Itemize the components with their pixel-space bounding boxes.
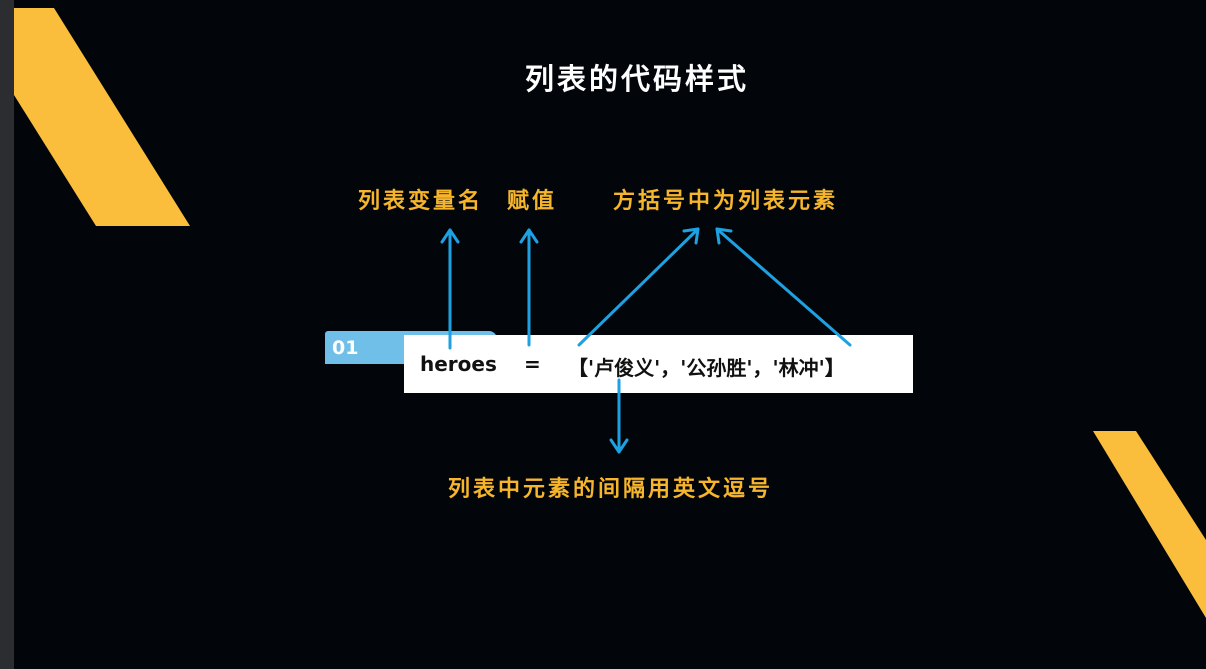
arrowhead-assignment xyxy=(519,228,539,244)
left-scroll-bar xyxy=(0,0,14,669)
arrow-right-bracket-to-elements xyxy=(715,227,852,347)
arrowhead-elements-left xyxy=(682,227,700,245)
arrowhead-comma xyxy=(609,438,629,454)
code-operator: = xyxy=(524,352,541,376)
yellow-stripe-bottom-right xyxy=(1093,431,1206,618)
code-list-value: 【'卢俊义'，'公孙胜'，'林冲'】 xyxy=(568,356,845,380)
arrow-left-bracket-to-elements xyxy=(577,227,700,347)
line-number: 01 xyxy=(332,337,359,359)
label-assignment: 赋值 xyxy=(507,189,558,214)
label-comma-separator: 列表中元素的间隔用英文逗号 xyxy=(448,477,774,502)
yellow-stripe-top-left xyxy=(14,8,190,226)
code-variable: heroes xyxy=(420,352,497,376)
label-list-elements: 方括号中为列表元素 xyxy=(613,189,839,214)
label-variable-name: 列表变量名 xyxy=(358,189,484,214)
arrowhead-elements-right xyxy=(715,227,733,245)
arrowhead-variable xyxy=(440,228,460,244)
code-box xyxy=(404,335,913,393)
slide-title: 列表的代码样式 xyxy=(524,62,749,96)
